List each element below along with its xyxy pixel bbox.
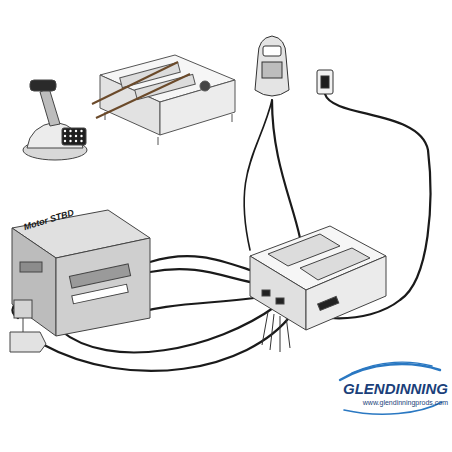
keypad-button bbox=[69, 130, 71, 132]
sensor bbox=[10, 300, 46, 352]
keypad-buttons bbox=[64, 130, 83, 142]
website-url: www.glendinningprods.com bbox=[363, 399, 448, 406]
actuator-box bbox=[100, 55, 235, 145]
keypad-button bbox=[80, 135, 82, 137]
keypad-button bbox=[69, 140, 71, 142]
keypad-button bbox=[75, 135, 77, 137]
logo-text: GLENDINNING bbox=[343, 380, 448, 397]
processor-box bbox=[250, 226, 386, 330]
keypad-button bbox=[64, 135, 66, 137]
keypad-button bbox=[75, 140, 77, 142]
push-pull-cables bbox=[92, 62, 190, 118]
keypad-button bbox=[64, 140, 66, 142]
control-lever bbox=[23, 80, 87, 160]
remote-station bbox=[255, 36, 289, 96]
switch-panel bbox=[317, 70, 333, 94]
keypad-button bbox=[64, 130, 66, 132]
keypad-button bbox=[69, 135, 71, 137]
wire-harness bbox=[13, 94, 431, 371]
keypad-button bbox=[75, 130, 77, 132]
keypad-button bbox=[80, 130, 82, 132]
keypad-button bbox=[80, 140, 82, 142]
